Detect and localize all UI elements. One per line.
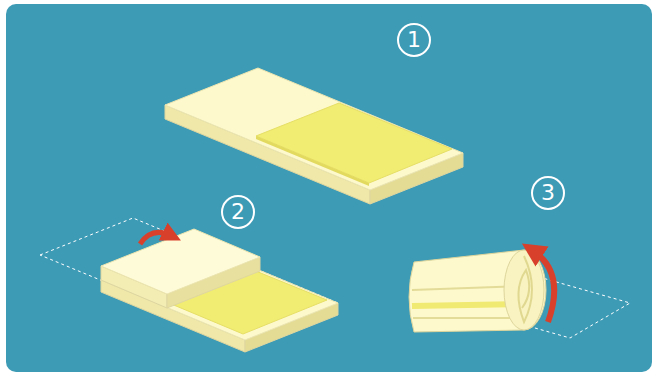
callout-circle bbox=[398, 24, 430, 56]
callout-number: 2 bbox=[221, 195, 255, 229]
background-panel bbox=[6, 4, 652, 372]
callout-circle bbox=[222, 196, 254, 228]
callout-number: 1 bbox=[397, 23, 431, 57]
rolled-pad bbox=[409, 250, 630, 338]
callout-number: 3 bbox=[531, 176, 565, 210]
callout-circle bbox=[532, 177, 564, 209]
folding-pad bbox=[40, 218, 338, 352]
flat-pad bbox=[165, 68, 463, 204]
